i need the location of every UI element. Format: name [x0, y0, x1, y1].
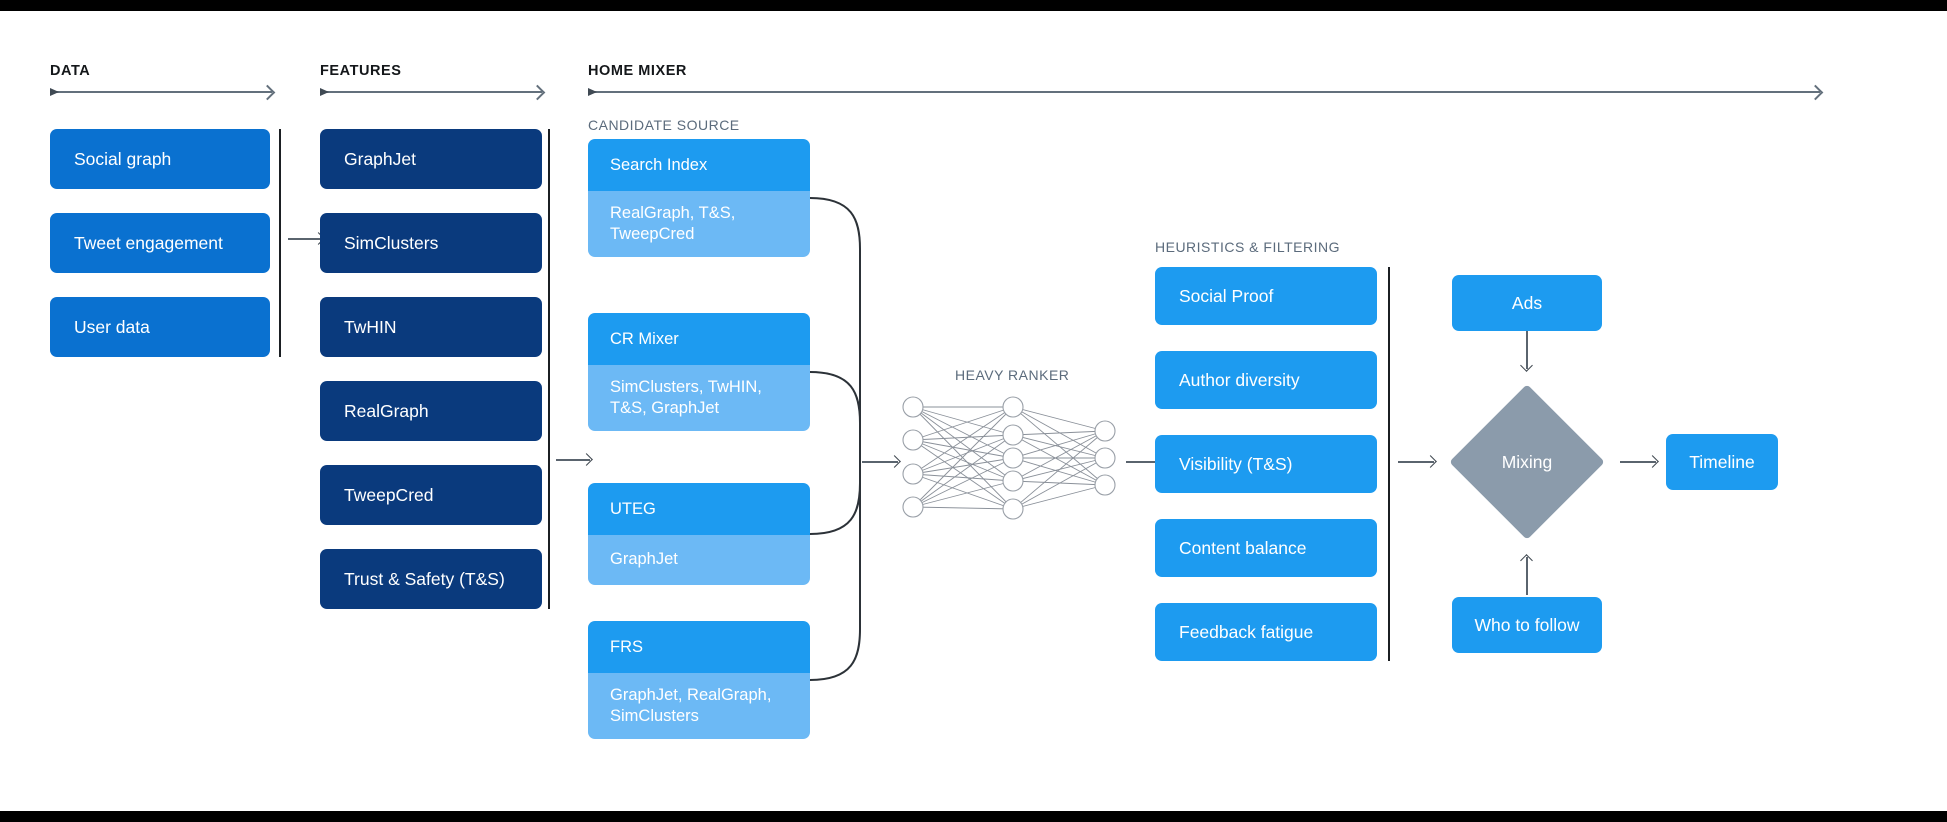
candidate-source-uteg[interactable]: UTEG GraphJet [588, 483, 810, 585]
diagram-canvas: DATA Social graph Tweet engagement User … [0, 11, 1947, 811]
candidate-merge-connectors [809, 197, 861, 681]
candidate-source-features: RealGraph, T&S, TweepCred [588, 191, 810, 257]
arrow-ranker-to-heuristics [1126, 461, 1162, 463]
section-title-home-mixer: HOME MIXER [588, 63, 687, 79]
heuristic-box-content-balance[interactable]: Content balance [1155, 519, 1377, 577]
feature-box-realgraph[interactable]: RealGraph [320, 381, 542, 441]
output-timeline[interactable]: Timeline [1666, 434, 1778, 490]
candidate-source-name: CR Mixer [588, 313, 810, 365]
feature-box-twhin[interactable]: TwHIN [320, 297, 542, 357]
letterbox-bottom [0, 811, 1947, 822]
arrow-candidates-to-ranker [862, 461, 898, 463]
arrow-heuristics-to-mixing [1398, 461, 1434, 463]
divider-heuristics-mixing [1388, 267, 1390, 661]
section-arrow-home-mixer [588, 87, 1820, 96]
candidate-source-name: UTEG [588, 483, 810, 535]
heavy-ranker-network [902, 396, 1116, 520]
heuristic-box-author-diversity[interactable]: Author diversity [1155, 351, 1377, 409]
section-title-data: DATA [50, 63, 91, 79]
candidate-source-features: GraphJet [588, 535, 810, 585]
section-arrow-features [320, 87, 542, 96]
divider-data-features [279, 129, 281, 357]
arrow-features-to-candidates [556, 459, 590, 461]
subsection-title-heuristics: HEURISTICS & FILTERING [1155, 239, 1340, 255]
heuristic-box-social-proof[interactable]: Social Proof [1155, 267, 1377, 325]
candidate-source-name: FRS [588, 621, 810, 673]
candidate-source-features: SimClusters, TwHIN, T&S, GraphJet [588, 365, 810, 431]
candidate-source-frs[interactable]: FRS GraphJet, RealGraph, SimClusters [588, 621, 810, 739]
feature-box-graphjet[interactable]: GraphJet [320, 129, 542, 189]
candidate-source-search-index[interactable]: Search Index RealGraph, T&S, TweepCred [588, 139, 810, 257]
arrow-ads-to-mixing [1526, 331, 1528, 369]
candidate-source-cr-mixer[interactable]: CR Mixer SimClusters, TwHIN, T&S, GraphJ… [588, 313, 810, 431]
subsection-title-heavy-ranker: HEAVY RANKER [955, 367, 1070, 383]
mixing-input-who-to-follow[interactable]: Who to follow [1452, 597, 1602, 653]
section-title-features: FEATURES [320, 63, 402, 79]
arrow-who-to-follow-to-mixing [1526, 557, 1528, 595]
data-box-tweet-engagement[interactable]: Tweet engagement [50, 213, 270, 273]
divider-features-homemixer [548, 129, 550, 609]
candidate-source-name: Search Index [588, 139, 810, 191]
arrow-data-to-features [288, 238, 322, 240]
heuristic-box-visibility[interactable]: Visibility (T&S) [1155, 435, 1377, 493]
feature-box-tweepcred[interactable]: TweepCred [320, 465, 542, 525]
subsection-title-candidate-source: CANDIDATE SOURCE [588, 117, 740, 133]
mixing-diamond-label: Mixing [1501, 451, 1553, 472]
letterbox-top [0, 0, 1947, 11]
heuristic-box-feedback-fatigue[interactable]: Feedback fatigue [1155, 603, 1377, 661]
section-arrow-data [50, 87, 272, 96]
feature-box-simclusters[interactable]: SimClusters [320, 213, 542, 273]
mixing-input-ads[interactable]: Ads [1452, 275, 1602, 331]
feature-box-trust-safety[interactable]: Trust & Safety (T&S) [320, 549, 542, 609]
arrow-mixing-to-timeline [1620, 461, 1656, 463]
data-box-social-graph[interactable]: Social graph [50, 129, 270, 189]
candidate-source-features: GraphJet, RealGraph, SimClusters [588, 673, 810, 739]
data-box-user-data[interactable]: User data [50, 297, 270, 357]
